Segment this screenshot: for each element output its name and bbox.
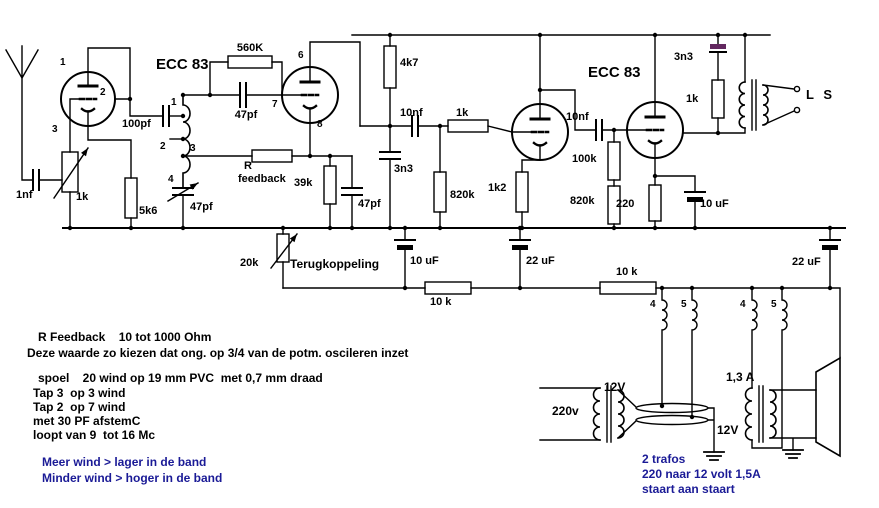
label-12v-1: 12V (604, 380, 626, 394)
label-r-feedback-2: feedback (238, 173, 286, 185)
label-47pf-gridleak: 47pf (234, 109, 258, 121)
heater-connections (661, 287, 788, 449)
junction-dots (67, 32, 833, 420)
note-tap2: Tap 2 op 7 wind (33, 400, 126, 414)
note-feedback-setting: Deze waarde zo kiezen dat ong. op 3/4 va… (27, 346, 409, 360)
label-47pf-tank: 47pf (190, 201, 213, 213)
twisted-pair (617, 389, 715, 453)
capacitor-10uf-2-symbol (654, 175, 706, 229)
antenna-icon (5, 45, 39, 181)
note-trafos: 2 trafos (642, 452, 686, 466)
label-10uf-2: 10 uF (700, 198, 729, 210)
label-1k-out: 1k (686, 93, 699, 105)
capacitor-100pf-symbol (162, 105, 184, 127)
tube2-symbol (281, 41, 361, 157)
detector-output-network (359, 34, 513, 229)
speaker-terminals (793, 85, 801, 114)
label-1k2: 1k2 (488, 182, 507, 194)
tube1-label: ECC 83 (156, 56, 209, 73)
label-560k: 560K (236, 42, 264, 54)
pin-t2-8: 8 (317, 119, 323, 130)
supply-line (282, 281, 841, 359)
label-5k6: 5k6 (139, 205, 158, 217)
pin-coil-2: 2 (160, 141, 166, 152)
ground-symbol-2 (782, 449, 804, 459)
pin-heater1-4: 4 (650, 299, 656, 310)
label-22uf-2: 22 uF (792, 256, 821, 268)
potentiometer-1k-symbol (53, 98, 89, 229)
label-20k: 20k (240, 257, 259, 269)
label-r-feedback-1: R (244, 160, 252, 172)
note-trafo-spec: 220 naar 12 volt 1,5A (642, 467, 761, 481)
pin-coil-1: 1 (171, 97, 177, 108)
label-terugkoppeling: Terugkoppeling (290, 257, 380, 271)
capacitor-22uf-2-symbol (819, 227, 841, 289)
label-220: 220 (616, 198, 635, 210)
label-10nf-2: 10nf (566, 111, 589, 123)
pin-heater2-4: 4 (740, 299, 746, 310)
label-10uf-1: 10 uF (410, 255, 439, 267)
transformer-2-symbol (744, 385, 817, 451)
pin-t2-6: 6 (298, 50, 304, 61)
label-100k: 100k (572, 153, 597, 165)
note-coil-spec: spoel 20 wind op 19 mm PVC met 0,7 mm dr… (38, 371, 323, 385)
resistor-220-symbol (648, 184, 662, 222)
tube1-symbol (60, 47, 164, 179)
feedback-network-symbol (182, 149, 363, 229)
resistor-5k6-symbol (124, 177, 138, 229)
pin-coil-4: 4 (168, 174, 174, 185)
label-220v: 220v (552, 404, 579, 418)
label-820k-1: 820k (450, 189, 475, 201)
speaker-label: L S (806, 87, 835, 102)
rectifier-block-symbol (815, 356, 841, 458)
ground-symbol-1 (703, 451, 725, 461)
pin-coil-3: 3 (190, 143, 196, 154)
pin-t1-3: 3 (52, 124, 58, 135)
note-tap3: Tap 3 op 3 wind (33, 386, 126, 400)
label-input-pot-1k: 1k (76, 191, 89, 203)
label-10k-2: 10 k (616, 266, 638, 278)
pin-t2-7: 7 (272, 99, 278, 110)
label-4k7: 4k7 (400, 57, 419, 69)
note-staart: staart aan staart (642, 482, 735, 496)
capacitor-1nf-symbol (32, 169, 63, 191)
note-more-wind: Meer wind > lager in de band (42, 455, 207, 469)
tube3-symbol (511, 34, 569, 229)
label-39k: 39k (294, 177, 313, 189)
label-22uf-1: 22 uF (526, 255, 555, 267)
label-10nf-1: 10nf (400, 107, 423, 119)
label-12v-2: 12V (717, 423, 739, 437)
pin-heater1-5: 5 (681, 299, 687, 310)
pin-t1-1: 1 (60, 57, 66, 68)
pin-t1-2: 2 (100, 87, 106, 98)
label-3n3-out: 3n3 (674, 51, 693, 63)
gridleak-network-symbol (182, 55, 283, 108)
label-3n3-filter: 3n3 (394, 163, 413, 175)
tube2-label: ECC 83 (588, 64, 641, 81)
label-fuse-rating: 1,3 A (726, 370, 755, 384)
pin-heater2-5: 5 (771, 299, 777, 310)
output-transformer-symbol (738, 79, 795, 131)
arrowheads (81, 148, 297, 243)
output-network (682, 34, 746, 134)
label-1k-stopper: 1k (456, 107, 469, 119)
label-47pf-bypass: 47pf (358, 198, 381, 210)
label-10k-1: 10 k (430, 296, 452, 308)
label-820k-2: 820k (570, 195, 595, 207)
note-afstemc: met 30 PF afstemC (33, 414, 141, 428)
note-less-wind: Minder wind > hoger in de band (42, 471, 223, 485)
note-feedback-range: R Feedback 10 tot 1000 Ohm (38, 330, 212, 344)
label-1nf: 1nf (16, 189, 33, 201)
label-100pf: 100pf (122, 118, 151, 130)
note-range: loopt van 9 tot 16 Mc (33, 428, 156, 442)
accent-cap-plate (710, 44, 726, 49)
resistor-1k2-symbol (515, 171, 529, 213)
transformer-1-symbol (539, 385, 625, 443)
